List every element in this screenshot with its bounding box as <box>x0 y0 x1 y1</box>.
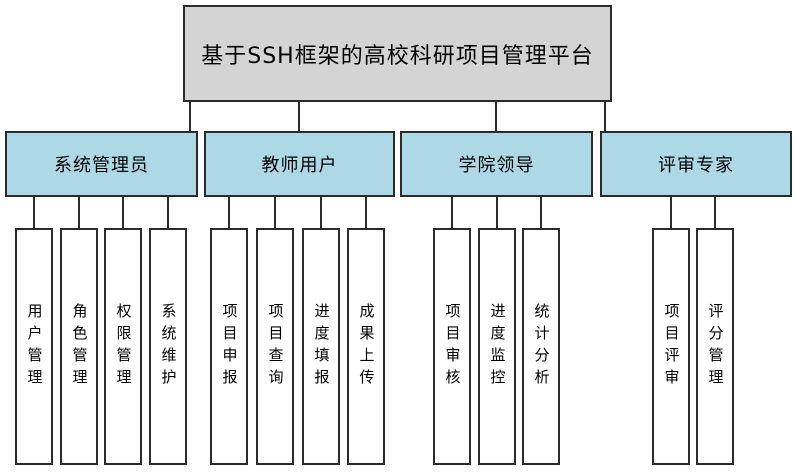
leaf-node-label: 项目查询 <box>266 302 285 391</box>
connector-leader-leaf-3 <box>540 197 542 228</box>
leaf-node-label: 项目审核 <box>443 302 462 391</box>
leaf-node: 成果上传 <box>347 228 385 465</box>
group-node-label: 学院领导 <box>458 155 535 176</box>
leaf-node-label: 进度填报 <box>312 302 331 391</box>
connector-root-to-teacher <box>298 102 300 131</box>
leaf-node-label: 用户管理 <box>25 302 44 391</box>
connector-admin-leaf-2 <box>78 197 80 228</box>
leaf-node-label: 成果上传 <box>357 302 376 391</box>
leaf-node: 进度监控 <box>478 228 516 465</box>
connector-admin-leaf-4 <box>167 197 169 228</box>
connector-teacher-leaf-4 <box>365 197 367 228</box>
leaf-node-label: 评分管理 <box>706 302 725 391</box>
leaf-node: 用户管理 <box>15 228 53 465</box>
connector-root-to-admin <box>189 102 191 131</box>
group-node-label: 教师用户 <box>261 155 338 176</box>
leaf-node: 统计分析 <box>522 228 560 465</box>
leaf-node: 项目申报 <box>210 228 248 465</box>
group-node-admin: 系统管理员 <box>5 131 198 197</box>
leaf-node: 评分管理 <box>696 228 734 465</box>
connector-expert-leaf-2 <box>714 197 716 228</box>
leaf-node-label: 统计分析 <box>532 302 551 391</box>
leaf-node: 系统维护 <box>149 228 187 465</box>
group-node-expert: 评审专家 <box>600 131 792 197</box>
group-node-leader: 学院领导 <box>400 131 593 197</box>
group-node-label: 评审专家 <box>658 155 734 176</box>
leaf-node-label: 权限管理 <box>114 302 133 391</box>
leaf-node: 项目审核 <box>433 228 471 465</box>
connector-expert-leaf-1 <box>670 197 672 228</box>
leaf-node: 项目查询 <box>256 228 294 465</box>
group-node-label: 系统管理员 <box>54 155 149 176</box>
connector-teacher-leaf-2 <box>274 197 276 228</box>
root-node: 基于SSH框架的高校科研项目管理平台 <box>183 5 612 102</box>
leaf-node: 进度填报 <box>302 228 340 465</box>
root-node-label: 基于SSH框架的高校科研项目管理平台 <box>201 43 594 69</box>
connector-root-to-expert <box>604 102 606 131</box>
leaf-node: 项目评审 <box>652 228 690 465</box>
leaf-node-label: 系统维护 <box>159 302 178 391</box>
leaf-node: 角色管理 <box>60 228 98 465</box>
leaf-node-label: 角色管理 <box>70 302 89 391</box>
connector-teacher-leaf-1 <box>228 197 230 228</box>
leaf-node: 权限管理 <box>104 228 142 465</box>
connector-leader-leaf-1 <box>451 197 453 228</box>
leaf-node-label: 项目申报 <box>220 302 239 391</box>
connector-admin-leaf-3 <box>122 197 124 228</box>
connector-root-to-leader <box>495 102 497 131</box>
connector-admin-leaf-1 <box>33 197 35 228</box>
group-node-teacher: 教师用户 <box>204 131 395 197</box>
leaf-node-label: 项目评审 <box>662 302 681 391</box>
leaf-node-label: 进度监控 <box>488 302 507 391</box>
connector-leader-leaf-2 <box>496 197 498 228</box>
connector-teacher-leaf-3 <box>320 197 322 228</box>
